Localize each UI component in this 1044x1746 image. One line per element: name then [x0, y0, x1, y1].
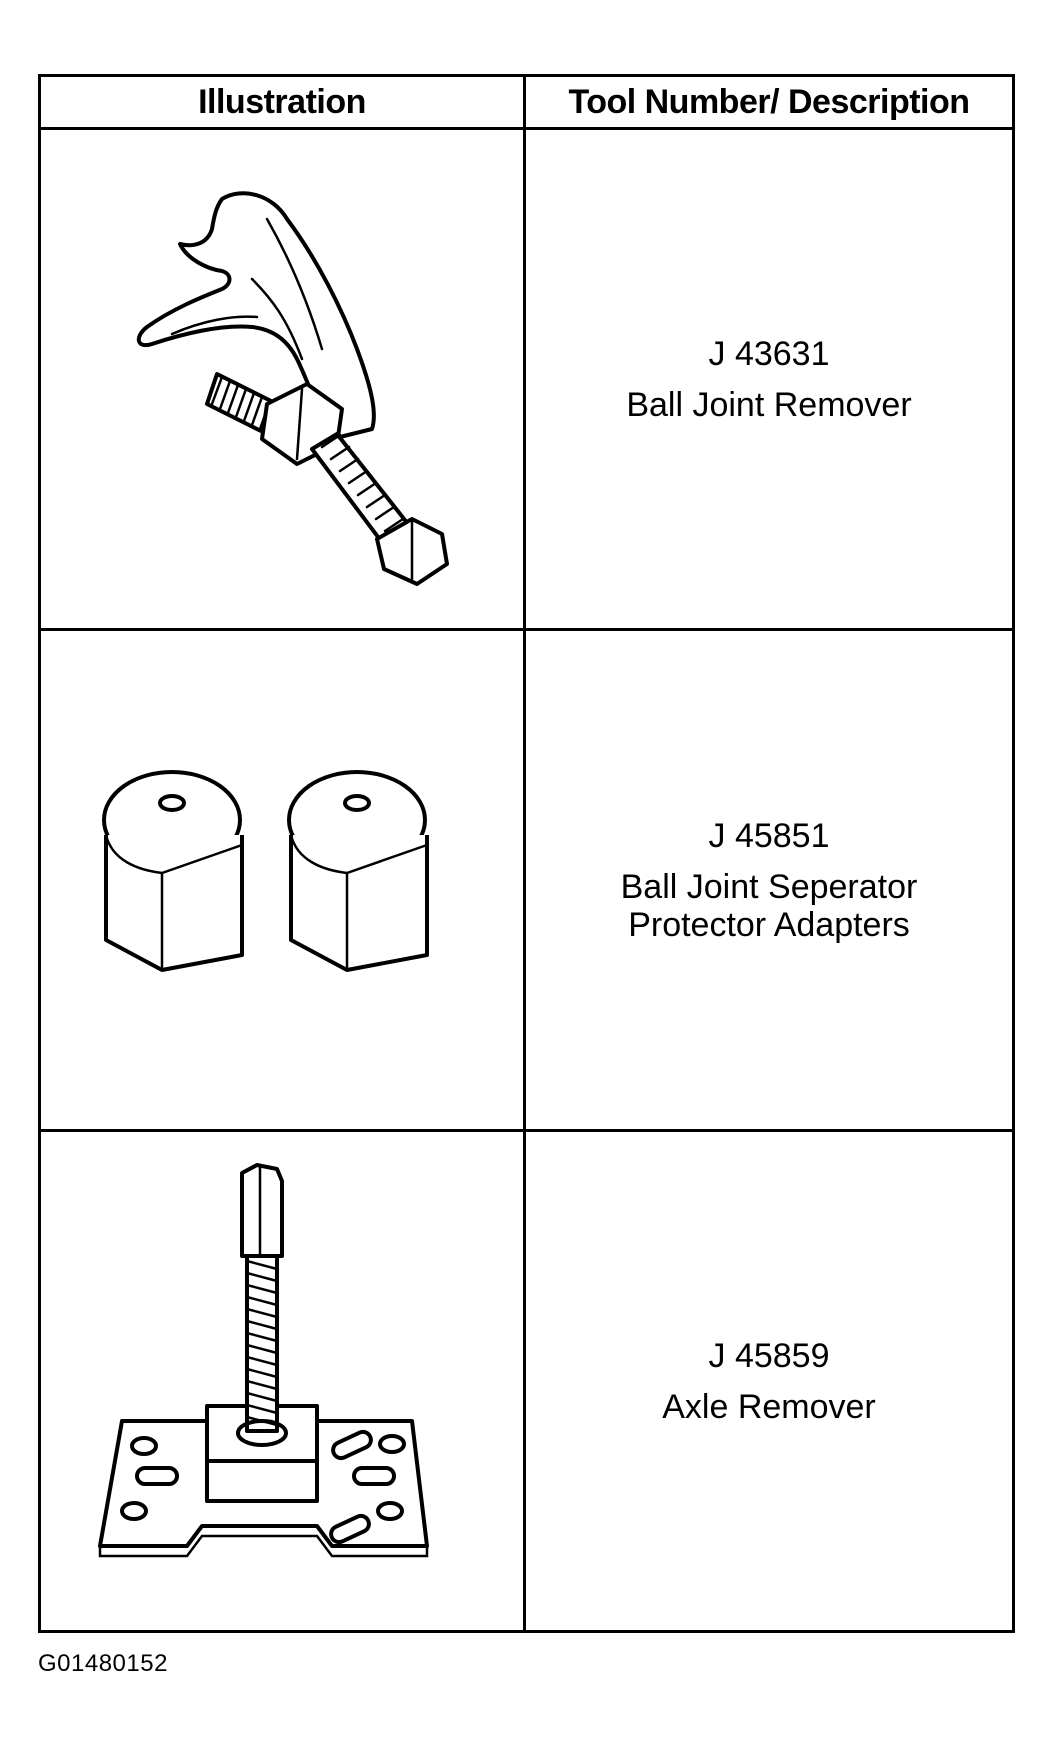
tool-number: J 43631 [708, 335, 830, 373]
axle-remover-icon [98, 1163, 429, 1558]
tool-name: Axle Remover [662, 1388, 876, 1426]
table-row: J 43631 Ball Joint Remover [38, 127, 1015, 631]
tool-description-cell: J 45851 Ball Joint Seperator Protector A… [523, 628, 1015, 1132]
tool-name: Ball Joint Seperator Protector Adapters [620, 868, 918, 944]
header-illustration: Illustration [38, 74, 526, 130]
tool-name: Ball Joint Remover [626, 386, 912, 424]
tool-description-cell: J 43631 Ball Joint Remover [523, 127, 1015, 631]
illustration-cell [38, 1129, 526, 1633]
figure-id: G01480152 [38, 1650, 168, 1677]
ball-joint-remover-icon [136, 191, 449, 586]
protector-adapters-icon [102, 770, 429, 972]
tool-number: J 45859 [708, 1337, 830, 1375]
table-header-row: Illustration Tool Number/ Description [38, 74, 1015, 130]
table-row: J 45851 Ball Joint Seperator Protector A… [38, 628, 1015, 1132]
special-tools-table: Illustration Tool Number/ Description [38, 74, 1015, 1633]
illustration-cell [38, 127, 526, 631]
tool-number: J 45851 [708, 817, 830, 855]
header-tool-description: Tool Number/ Description [523, 74, 1015, 130]
tool-description-cell: J 45859 Axle Remover [523, 1129, 1015, 1633]
illustration-cell [38, 628, 526, 1132]
table-row: J 45859 Axle Remover [38, 1129, 1015, 1633]
